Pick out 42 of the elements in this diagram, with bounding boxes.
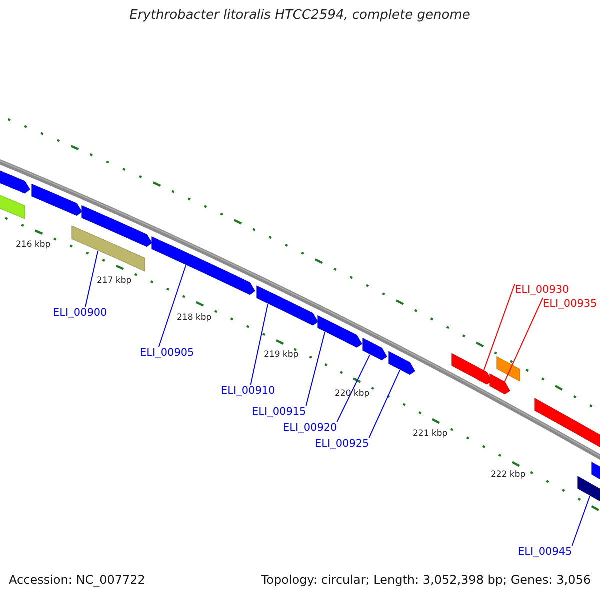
gene-label: ELI_00905	[140, 347, 194, 360]
scale-label: 219 kbp	[264, 351, 299, 361]
leader-line	[250, 304, 268, 386]
gene-label: ELI_00920	[283, 422, 338, 434]
gene-label: ELI_00935	[543, 298, 598, 310]
gene-bar	[496, 356, 520, 382]
leader-line	[336, 354, 370, 422]
gene-label: ELI_00945	[518, 546, 572, 558]
footer-text: Topology: circular; Length: 3,052,398 bp; Genes: 3,056	[261, 574, 591, 588]
gene-bar	[82, 206, 152, 248]
leader-line	[500, 298, 544, 393]
gene-label: ELI_00910	[221, 385, 276, 398]
leader-line	[85, 250, 98, 308]
scale-label: 221 kbp	[413, 430, 448, 440]
gene-bar	[318, 316, 362, 348]
gene-label: ELI_00915	[252, 406, 306, 418]
scale-label: 220 kbp	[335, 390, 370, 400]
gene-bar	[592, 462, 600, 480]
title: Erythrobacter litoralis HTCC2594, complete genome	[128, 9, 472, 24]
scale-label: 218 kbp	[177, 314, 212, 324]
gene-label: ELI_00930	[515, 284, 570, 296]
gene-bar	[152, 236, 256, 296]
gene-bar	[490, 374, 510, 395]
leader-line	[572, 496, 590, 546]
gene-label: ELI_00900	[53, 307, 108, 320]
gene-bar	[452, 353, 492, 385]
gene-bar	[388, 352, 416, 376]
gene-bar	[256, 286, 318, 326]
gene-bar	[32, 184, 82, 216]
gene-bar	[362, 338, 388, 361]
footer-text: Accession: NC_007722	[9, 574, 146, 588]
leader-line	[480, 284, 516, 382]
gene-bar	[534, 398, 600, 448]
scale-label: 216 kbp	[16, 241, 51, 251]
leader-line	[158, 265, 186, 348]
gene-label: ELI_00925	[315, 438, 370, 450]
leader-line	[306, 332, 326, 406]
gene-bar	[72, 226, 146, 272]
leader-line	[368, 370, 400, 438]
scale-label: 217 kbp	[97, 277, 132, 287]
scale-label: 222 kbp	[491, 471, 526, 481]
gene-bar	[578, 476, 600, 502]
